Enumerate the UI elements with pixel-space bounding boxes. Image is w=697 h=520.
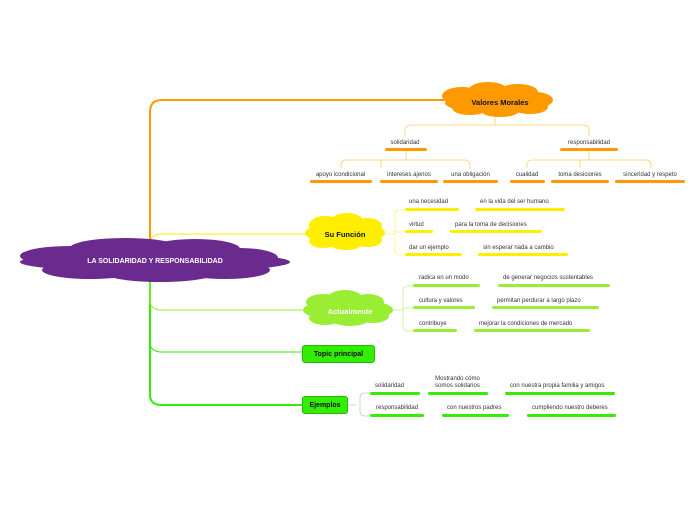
underline [478,253,568,256]
funcion-item[interactable]: dar un ejemplo [409,245,449,251]
underline [551,180,609,183]
su-funcion-cloud[interactable] [305,213,385,250]
valores-leaf[interactable]: apoyo icondicional [315,172,366,178]
ejemplos-item[interactable]: responsabilidad [376,405,419,411]
underline [413,329,457,332]
funcion-detail[interactable]: en la vida del ser humano [480,199,549,205]
funcion-item[interactable]: virtud [409,222,424,228]
underline [527,414,616,417]
actualmente-label: Actualmente [327,307,373,316]
ejemplos-detail[interactable]: Mostrando cómo somos solidarios [435,376,480,389]
underline [310,180,372,183]
ejemplos-detail[interactable]: con nuestros padres [447,405,502,411]
underline [475,208,565,211]
valores-leaf[interactable]: una obligación [451,172,490,178]
underline [474,329,590,332]
underline [413,284,480,287]
underline [510,180,545,183]
su-funcion-label: Su Función [324,230,366,239]
underline [560,148,618,151]
valores-leaf[interactable]: sinceridad y respeto [623,172,677,178]
actualmente-item[interactable]: radica en un modo [419,275,469,281]
underline [443,180,498,183]
central-topic-cloud[interactable] [20,238,290,282]
valores-leaf[interactable]: cualidad [515,172,539,178]
actualmente-detail[interactable]: de generar negocios sustentables [503,275,594,281]
actualmente-cloud[interactable] [303,290,393,326]
actualmente-connectors [393,285,413,332]
ejemplos-extra[interactable]: cumpliendo nuestro deberes [532,405,608,411]
actualmente-detail[interactable]: mejorar la condiciones de mercado [479,321,573,327]
valores-morales-label: Valores Morales [471,98,529,107]
valores-branch-solidaridad[interactable]: solidaridad [390,140,420,146]
underline [405,253,462,256]
valores-leaf[interactable]: toma desiciones [558,172,602,178]
valores-morales-cloud[interactable] [442,82,553,117]
underline [450,230,542,233]
underline [385,148,427,151]
actualmente-item[interactable]: contribuye [419,321,447,327]
underline [428,392,488,395]
ejemplos-extra[interactable]: con nuestra propia familia y amigos [510,383,605,389]
funcion-detail[interactable]: sin esperar nada a cambio [483,245,554,251]
valores-branch-responsabilidad[interactable]: responsabilidad [567,140,611,146]
central-topic-label: LA SOLIDARIDAD Y RESPONSABILIDAD [87,258,223,265]
underline [498,284,610,287]
ejemplos-connectors [346,392,370,417]
underline [370,414,424,417]
underline [405,208,459,211]
ejemplos-item[interactable]: solidaridad [375,383,405,389]
funcion-connectors [385,209,405,256]
funcion-detail[interactable]: para la toma de decisiones [455,222,527,228]
underline [380,180,438,183]
underline [405,230,433,233]
underline [615,180,685,183]
underline [505,392,615,395]
underline [492,306,599,309]
underline [370,392,420,395]
underline [413,306,475,309]
underline [442,414,509,417]
funcion-item[interactable]: una necesidad [409,199,449,205]
ejemplos-box[interactable]: Ejemplos [302,396,348,414]
valores-leaf[interactable]: intereses ajenos [387,172,431,178]
topic-principal-box[interactable]: Topic principal [302,345,375,363]
actualmente-item[interactable]: cultura y valores [419,298,463,304]
actualmente-detail[interactable]: permitan perdurar a largo plazo [497,298,581,304]
